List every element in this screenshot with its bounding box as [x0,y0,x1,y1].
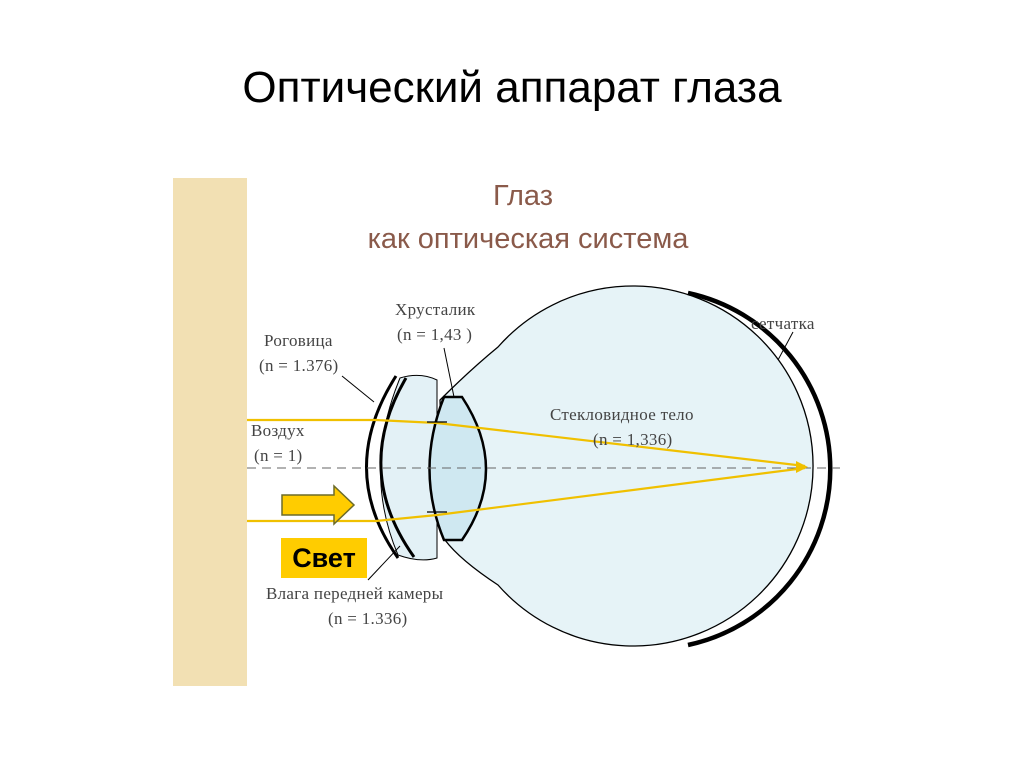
eyeball [439,285,814,647]
aqueous-index: (n = 1.336) [328,609,407,628]
cornea-inner [379,377,416,558]
focus-arrowhead [796,461,808,473]
air-label: Воздух [251,421,305,440]
leader-retina [777,331,794,361]
slide-title: Оптический аппарат глаза [242,63,782,112]
vitreous-index: (n = 1,336) [593,430,672,449]
leader-lens [443,347,455,398]
wall-panel [173,178,247,686]
right-arrow-icon [281,484,356,526]
lens-index: (n = 1,43 ) [397,325,472,344]
retina-label: сетчатка [751,314,815,333]
cornea-outer [365,375,400,559]
vitreous-label: Стекловидное тело [550,405,694,424]
light-label-box [281,538,367,578]
lens-label: Хрусталик [395,300,476,319]
light-ray-lower [247,466,806,523]
light-label: Свет [292,543,356,573]
leader-cornea [341,375,375,403]
light-ray-upper [247,418,806,468]
leader-aqueous [367,545,401,581]
retina [687,290,833,648]
aqueous-label: Влага передней камеры [266,584,444,603]
cornea-label: Роговица [264,331,333,350]
diagram-heading-1: Глаз [493,180,553,212]
air-index: (n = 1) [254,446,303,465]
diagram-heading-2: как оптическая система [368,223,690,255]
cornea-index: (n = 1.376) [259,356,338,375]
